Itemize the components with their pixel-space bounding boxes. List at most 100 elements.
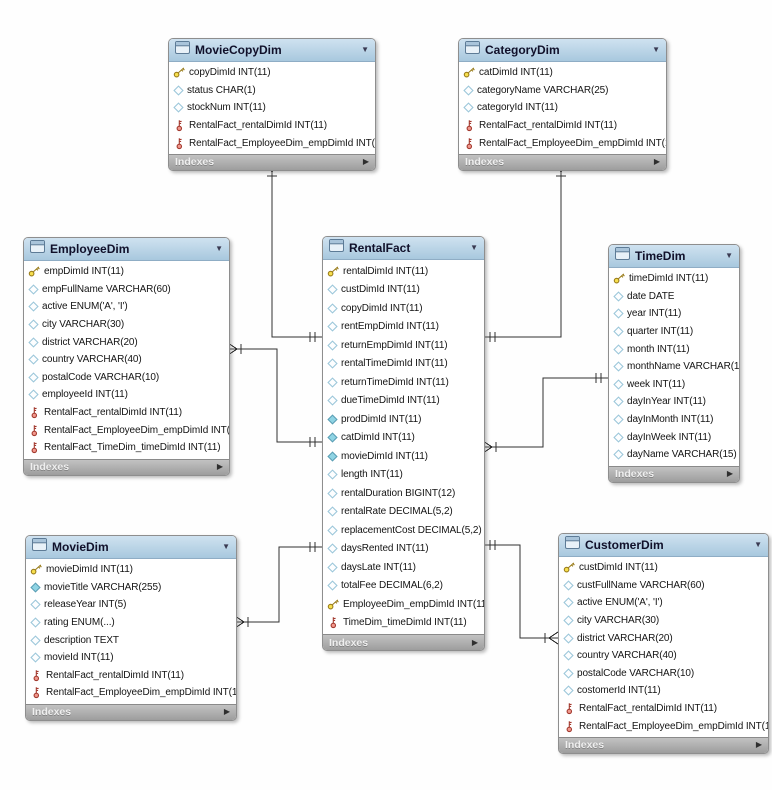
field-row[interactable]: postalCode VARCHAR(10) xyxy=(24,369,229,387)
field-row[interactable]: movieDimId INT(11) xyxy=(26,561,236,579)
field-row[interactable]: catDimId INT(11) xyxy=(323,429,484,448)
field-row[interactable]: custDimId INT(11) xyxy=(559,559,768,577)
field-row[interactable]: movieDimId INT(11) xyxy=(323,447,484,466)
relationship-timedim-rentalfact[interactable] xyxy=(482,373,608,454)
table-header[interactable]: CustomerDim ▼ xyxy=(559,534,768,557)
expand-arrow-icon[interactable]: ▶ xyxy=(216,462,223,472)
table-customerdim[interactable]: CustomerDim ▼ custDimId INT(11)custFullN… xyxy=(558,533,769,754)
field-row[interactable]: totalFee DECIMAL(6,2) xyxy=(323,577,484,596)
field-row[interactable]: returnEmpDimId INT(11) xyxy=(323,336,484,355)
field-row[interactable]: city VARCHAR(30) xyxy=(559,612,768,630)
field-row[interactable]: RentalFact_TimeDim_timeDimId INT(11) xyxy=(24,439,229,457)
indexes-footer[interactable]: Indexes ▶ xyxy=(609,465,739,482)
table-header[interactable]: MovieCopyDim ▼ xyxy=(169,39,375,62)
field-row[interactable]: active ENUM('A', 'I') xyxy=(24,298,229,316)
indexes-footer[interactable]: Indexes ▶ xyxy=(323,634,484,650)
relationship-moviecopydim-rentalfact[interactable] xyxy=(265,162,322,342)
table-header[interactable]: EmployeeDim ▼ xyxy=(24,238,229,261)
field-row[interactable]: active ENUM('A', 'I') xyxy=(559,594,768,612)
field-row[interactable]: RentalFact_EmployeeDim_empDimId INT(11) xyxy=(559,717,768,735)
field-row[interactable]: daysLate INT(11) xyxy=(323,558,484,577)
field-row[interactable]: RentalFact_rentalDimId INT(11) xyxy=(459,117,666,135)
relationship-categorydim-rentalfact[interactable] xyxy=(483,162,568,342)
field-row[interactable]: country VARCHAR(40) xyxy=(24,351,229,369)
field-row[interactable]: releaseYear INT(5) xyxy=(26,596,236,614)
field-row[interactable]: rentEmpDimId INT(11) xyxy=(323,318,484,337)
field-row[interactable]: EmployeeDim_empDimId INT(11) xyxy=(323,595,484,614)
field-row[interactable]: city VARCHAR(30) xyxy=(24,316,229,334)
field-row[interactable]: RentalFact_rentalDimId INT(11) xyxy=(24,404,229,422)
relationship-employeedim-rentalfact[interactable] xyxy=(227,342,322,447)
expand-arrow-icon[interactable]: ▶ xyxy=(223,707,230,717)
field-row[interactable]: rentalDuration BIGINT(12) xyxy=(323,484,484,503)
collapse-arrow-icon[interactable]: ▼ xyxy=(361,45,369,54)
field-row[interactable]: RentalFact_EmployeeDim_empDimId INT(11) xyxy=(169,134,375,152)
field-row[interactable]: custDimId INT(11) xyxy=(323,281,484,300)
field-row[interactable]: month INT(11) xyxy=(609,340,739,358)
field-row[interactable]: country VARCHAR(40) xyxy=(559,647,768,665)
indexes-footer[interactable]: Indexes ▶ xyxy=(26,703,236,720)
table-categorydim[interactable]: CategoryDim ▼ catDimId INT(11)categoryNa… xyxy=(458,38,667,171)
field-row[interactable]: year INT(11) xyxy=(609,305,739,323)
field-row[interactable]: dueTimeDimId INT(11) xyxy=(323,392,484,411)
collapse-arrow-icon[interactable]: ▼ xyxy=(470,243,478,252)
field-row[interactable]: rating ENUM(...) xyxy=(26,614,236,632)
field-row[interactable]: empDimId INT(11) xyxy=(24,263,229,281)
field-row[interactable]: rentalDimId INT(11) xyxy=(323,262,484,281)
indexes-footer[interactable]: Indexes ▶ xyxy=(169,153,375,170)
relationship-rentalfact-customerdim[interactable] xyxy=(483,540,559,645)
field-row[interactable]: movieTitle VARCHAR(255) xyxy=(26,579,236,597)
collapse-arrow-icon[interactable]: ▼ xyxy=(215,244,223,253)
field-row[interactable]: movieId INT(11) xyxy=(26,649,236,667)
expand-arrow-icon[interactable]: ▶ xyxy=(755,740,762,750)
field-row[interactable]: week INT(11) xyxy=(609,376,739,394)
field-row[interactable]: length INT(11) xyxy=(323,466,484,485)
field-row[interactable]: copyDimId INT(11) xyxy=(169,64,375,82)
field-row[interactable]: RentalFact_EmployeeDim_empDimId INT(11) xyxy=(24,421,229,439)
field-row[interactable]: RentalFact_rentalDimId INT(11) xyxy=(559,700,768,718)
table-header[interactable]: CategoryDim ▼ xyxy=(459,39,666,62)
field-row[interactable]: dayName VARCHAR(15) xyxy=(609,446,739,464)
field-row[interactable]: dayInYear INT(11) xyxy=(609,393,739,411)
field-row[interactable]: RentalFact_rentalDimId INT(11) xyxy=(169,117,375,135)
field-row[interactable]: RentalFact_EmployeeDim_empDimId INT(11) xyxy=(459,134,666,152)
field-row[interactable]: returnTimeDimId INT(11) xyxy=(323,373,484,392)
field-row[interactable]: date DATE xyxy=(609,288,739,306)
field-row[interactable]: district VARCHAR(20) xyxy=(559,629,768,647)
field-row[interactable]: daysRented INT(11) xyxy=(323,540,484,559)
field-row[interactable]: employeeId INT(11) xyxy=(24,386,229,404)
collapse-arrow-icon[interactable]: ▼ xyxy=(652,45,660,54)
table-employeedim[interactable]: EmployeeDim ▼ empDimId INT(11)empFullNam… xyxy=(23,237,230,476)
field-row[interactable]: status CHAR(1) xyxy=(169,82,375,100)
expand-arrow-icon[interactable]: ▶ xyxy=(726,469,733,479)
field-row[interactable]: monthName VARCHAR(15) xyxy=(609,358,739,376)
field-row[interactable]: custFullName VARCHAR(60) xyxy=(559,577,768,595)
field-row[interactable]: replacementCost DECIMAL(5,2) xyxy=(323,521,484,540)
indexes-footer[interactable]: Indexes ▶ xyxy=(459,153,666,170)
indexes-footer[interactable]: Indexes ▶ xyxy=(559,736,768,753)
relationship-moviedim-rentalfact[interactable] xyxy=(234,542,322,629)
field-row[interactable]: RentalFact_EmployeeDim_empDimId INT(11) xyxy=(26,684,236,702)
field-row[interactable]: prodDimId INT(11) xyxy=(323,410,484,429)
collapse-arrow-icon[interactable]: ▼ xyxy=(725,251,733,260)
table-header[interactable]: MovieDim ▼ xyxy=(26,536,236,559)
collapse-arrow-icon[interactable]: ▼ xyxy=(754,540,762,549)
field-row[interactable]: rentalTimeDimId INT(11) xyxy=(323,355,484,374)
table-moviecopydim[interactable]: MovieCopyDim ▼ copyDimId INT(11)status C… xyxy=(168,38,376,171)
table-header[interactable]: TimeDim ▼ xyxy=(609,245,739,268)
indexes-footer[interactable]: Indexes ▶ xyxy=(24,458,229,475)
field-row[interactable]: RentalFact_rentalDimId INT(11) xyxy=(26,667,236,685)
field-row[interactable]: dayInMonth INT(11) xyxy=(609,411,739,429)
expand-arrow-icon[interactable]: ▶ xyxy=(362,157,369,167)
field-row[interactable]: categoryId INT(11) xyxy=(459,99,666,117)
table-moviedim[interactable]: MovieDim ▼ movieDimId INT(11)movieTitle … xyxy=(25,535,237,721)
table-header[interactable]: RentalFact ▼ xyxy=(323,237,484,260)
table-rentalfact[interactable]: RentalFact ▼ rentalDimId INT(11)custDimI… xyxy=(322,236,485,651)
field-row[interactable]: categoryName VARCHAR(25) xyxy=(459,82,666,100)
expand-arrow-icon[interactable]: ▶ xyxy=(471,637,478,647)
field-row[interactable]: costomerId INT(11) xyxy=(559,682,768,700)
expand-arrow-icon[interactable]: ▶ xyxy=(653,157,660,167)
field-row[interactable]: district VARCHAR(20) xyxy=(24,333,229,351)
field-row[interactable]: rentalRate DECIMAL(5,2) xyxy=(323,503,484,522)
